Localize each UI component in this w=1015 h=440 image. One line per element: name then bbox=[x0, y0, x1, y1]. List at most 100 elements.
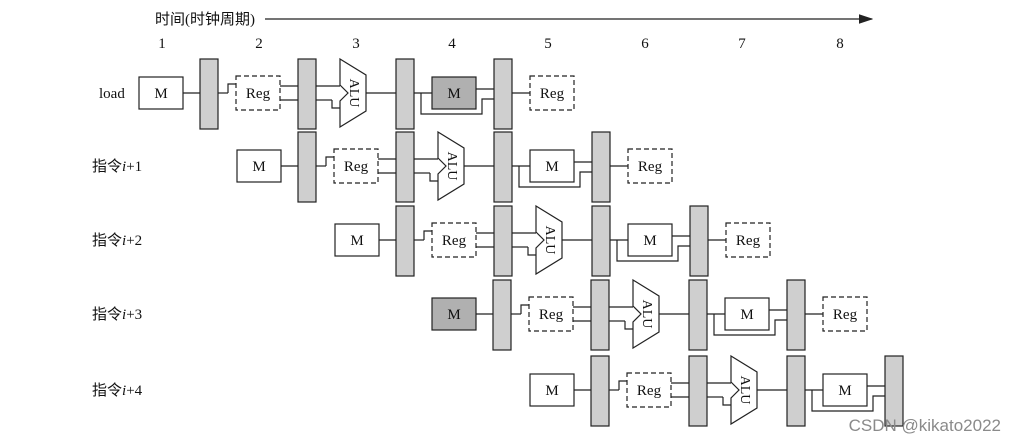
register-file-write-box bbox=[725, 222, 771, 258]
register-file-read-box bbox=[626, 372, 672, 408]
data-memory-box bbox=[822, 373, 868, 407]
wire bbox=[420, 93, 494, 115]
stage-label-m: M bbox=[643, 233, 656, 249]
wire bbox=[518, 166, 592, 188]
wire bbox=[811, 390, 885, 412]
stage-label-m: M bbox=[447, 307, 460, 323]
pipeline-row: M Reg ALU M Reg bbox=[334, 204, 771, 277]
pipeline-register bbox=[786, 279, 806, 351]
wire bbox=[423, 230, 432, 240]
pipeline-register bbox=[688, 279, 708, 351]
cycle-label: 4 bbox=[448, 36, 456, 52]
data-memory-box bbox=[627, 223, 673, 257]
pipeline-register bbox=[590, 279, 610, 351]
instruction-memory-box bbox=[529, 373, 575, 407]
wire bbox=[325, 156, 334, 166]
pipeline-register bbox=[493, 205, 513, 277]
time-axis-label: 时间(时钟周期) bbox=[155, 11, 255, 28]
alu-shape bbox=[437, 130, 465, 202]
wire bbox=[624, 321, 633, 330]
stage-label-reg: Reg bbox=[540, 86, 565, 102]
instruction-memory-box bbox=[334, 223, 380, 257]
stage-label-alu: ALU bbox=[444, 152, 459, 181]
stage-label-m: M bbox=[447, 86, 460, 102]
wire bbox=[713, 314, 787, 336]
stage-label-reg: Reg bbox=[833, 307, 858, 323]
stage-label-m: M bbox=[252, 159, 265, 175]
cycle-label: 8 bbox=[836, 36, 844, 52]
pipeline-register bbox=[884, 355, 904, 427]
data-memory-box bbox=[724, 297, 770, 331]
register-file-read-box bbox=[431, 222, 477, 258]
register-file-read-box bbox=[235, 75, 281, 111]
data-memory-box bbox=[529, 149, 575, 183]
alu-shape bbox=[730, 354, 758, 426]
pipeline-register bbox=[493, 58, 513, 130]
cycle-label: 1 bbox=[158, 36, 166, 52]
cycle-label: 6 bbox=[641, 36, 649, 52]
wire bbox=[429, 173, 438, 182]
pipeline-register bbox=[689, 205, 709, 277]
pipeline-register bbox=[395, 58, 415, 130]
cycle-label: 5 bbox=[544, 36, 552, 52]
stage-label-m: M bbox=[350, 233, 363, 249]
pipeline-register bbox=[591, 205, 611, 277]
alu-shape bbox=[535, 204, 563, 276]
wire bbox=[616, 240, 690, 262]
stage-label-reg: Reg bbox=[442, 233, 467, 249]
pipeline-row: M Reg ALU M Reg bbox=[431, 278, 868, 351]
wire bbox=[331, 100, 340, 109]
cycle-label: 3 bbox=[352, 36, 360, 52]
wire bbox=[227, 83, 236, 93]
pipeline-register bbox=[786, 355, 806, 427]
watermark: CSDN @kikato2022 bbox=[848, 416, 1001, 435]
stage-label-m: M bbox=[154, 86, 167, 102]
wire bbox=[618, 380, 627, 390]
stage-label-m: M bbox=[838, 383, 851, 399]
instruction-label-i3: 指令i+3 bbox=[92, 306, 142, 323]
pipeline-register bbox=[297, 131, 317, 203]
stage-label-reg: Reg bbox=[637, 383, 662, 399]
stage-label-m: M bbox=[545, 159, 558, 175]
stage-label-alu: ALU bbox=[737, 376, 752, 405]
stage-label-reg: Reg bbox=[736, 233, 761, 249]
pipeline-register bbox=[395, 131, 415, 203]
cycle-label: 7 bbox=[738, 36, 746, 52]
stage-label-reg: Reg bbox=[638, 159, 663, 175]
pipeline-register bbox=[395, 205, 415, 277]
stage-label-alu: ALU bbox=[542, 226, 557, 255]
pipeline-row: M Reg ALU M bbox=[529, 354, 904, 427]
pipeline-register bbox=[493, 131, 513, 203]
register-file-write-box bbox=[627, 148, 673, 184]
instruction-labels: load 指令i+1 指令i+2 指令i+3 指令i+4 bbox=[92, 86, 143, 399]
pipeline-register bbox=[688, 355, 708, 427]
stage-label-m: M bbox=[740, 307, 753, 323]
stage-label-reg: Reg bbox=[344, 159, 369, 175]
cycle-label: 2 bbox=[255, 36, 263, 52]
pipeline-register bbox=[297, 58, 317, 130]
instruction-label-i1: 指令i+1 bbox=[92, 158, 142, 175]
register-file-write-box bbox=[529, 75, 575, 111]
register-file-write-box bbox=[822, 296, 868, 332]
stage-label-m: M bbox=[545, 383, 558, 399]
register-file-read-box bbox=[528, 296, 574, 332]
instruction-label-load: load bbox=[99, 86, 125, 102]
pipeline-register bbox=[199, 58, 219, 130]
wire bbox=[520, 304, 529, 314]
stage-label-reg: Reg bbox=[246, 86, 271, 102]
instruction-label-i4: 指令i+4 bbox=[92, 382, 143, 399]
stage-label-alu: ALU bbox=[346, 79, 361, 108]
pipeline-register bbox=[590, 355, 610, 427]
pipeline-row: M Reg ALU M Reg bbox=[138, 57, 575, 130]
pipeline-register bbox=[492, 279, 512, 351]
data-memory-box bbox=[431, 76, 477, 110]
instruction-label-i2: 指令i+2 bbox=[92, 232, 142, 249]
wire bbox=[722, 397, 731, 406]
stage-label-reg: Reg bbox=[539, 307, 564, 323]
pipeline-register bbox=[591, 131, 611, 203]
cycle-labels: 1 2 3 4 5 6 7 8 bbox=[158, 36, 844, 52]
stage-label-alu: ALU bbox=[639, 300, 654, 329]
alu-shape bbox=[339, 57, 367, 129]
